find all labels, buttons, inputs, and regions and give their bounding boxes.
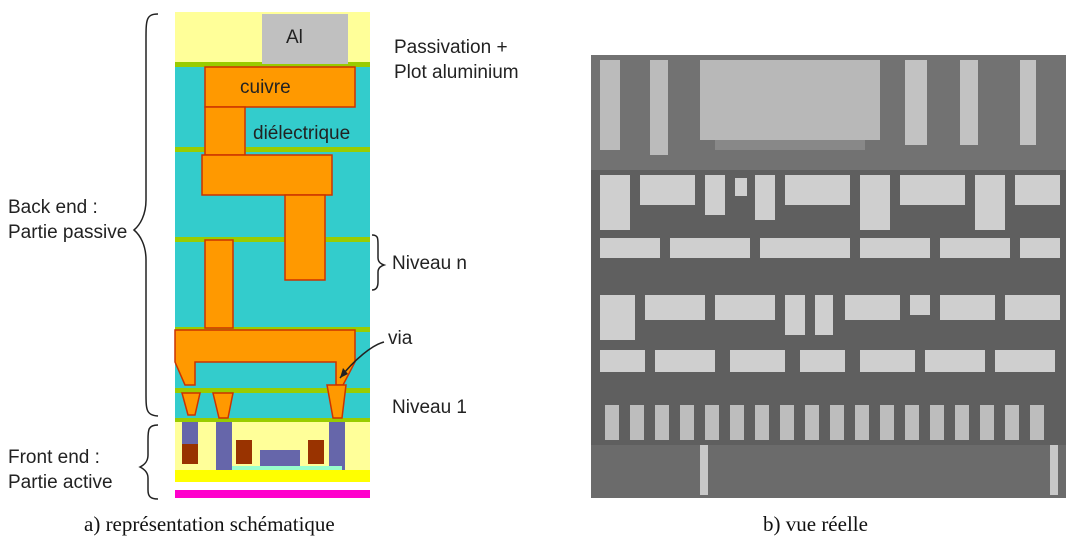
contact-brown	[308, 440, 324, 464]
cuivre-label: cuivre	[240, 77, 291, 98]
passivation-label-line1: Passivation +	[394, 37, 508, 58]
barrier-line	[175, 62, 370, 67]
active-yellow	[175, 470, 370, 482]
gate	[260, 450, 300, 470]
tungsten-plug	[182, 422, 198, 444]
niveau-n-brace	[371, 234, 387, 291]
tungsten-plug	[216, 422, 232, 470]
substrate-layer	[175, 490, 370, 498]
barrier-line	[175, 418, 370, 422]
caption-left: a) représentation schématique	[84, 512, 335, 536]
back-end-label-line1: Back end :	[8, 197, 98, 218]
copper-interconnects	[174, 66, 356, 419]
niveau-n-label: Niveau n	[392, 253, 467, 274]
back-end-brace	[132, 13, 159, 417]
back-end-label-line2: Partie passive	[8, 222, 128, 243]
niveau-1-label: Niveau 1	[392, 397, 467, 418]
passivation-label-line2: Plot aluminium	[394, 62, 519, 83]
via-arrowhead	[340, 368, 348, 378]
contact-brown	[236, 440, 252, 464]
al-label: Al	[286, 27, 303, 48]
caption-right: b) vue réelle	[763, 512, 868, 536]
front-end-brace	[138, 424, 159, 500]
via-label: via	[388, 328, 413, 349]
front-end-label-line2: Partie active	[8, 472, 113, 493]
tungsten-plug	[329, 422, 345, 470]
front-end-label-line1: Front end :	[8, 447, 100, 468]
barrier-line	[175, 237, 370, 242]
dielectrique-label: diélectrique	[253, 123, 351, 144]
sem-photo	[591, 55, 1066, 498]
barrier-line	[175, 388, 370, 393]
contact-brown	[182, 444, 198, 464]
aluminium-pad	[262, 14, 348, 64]
barrier-line	[175, 147, 370, 152]
